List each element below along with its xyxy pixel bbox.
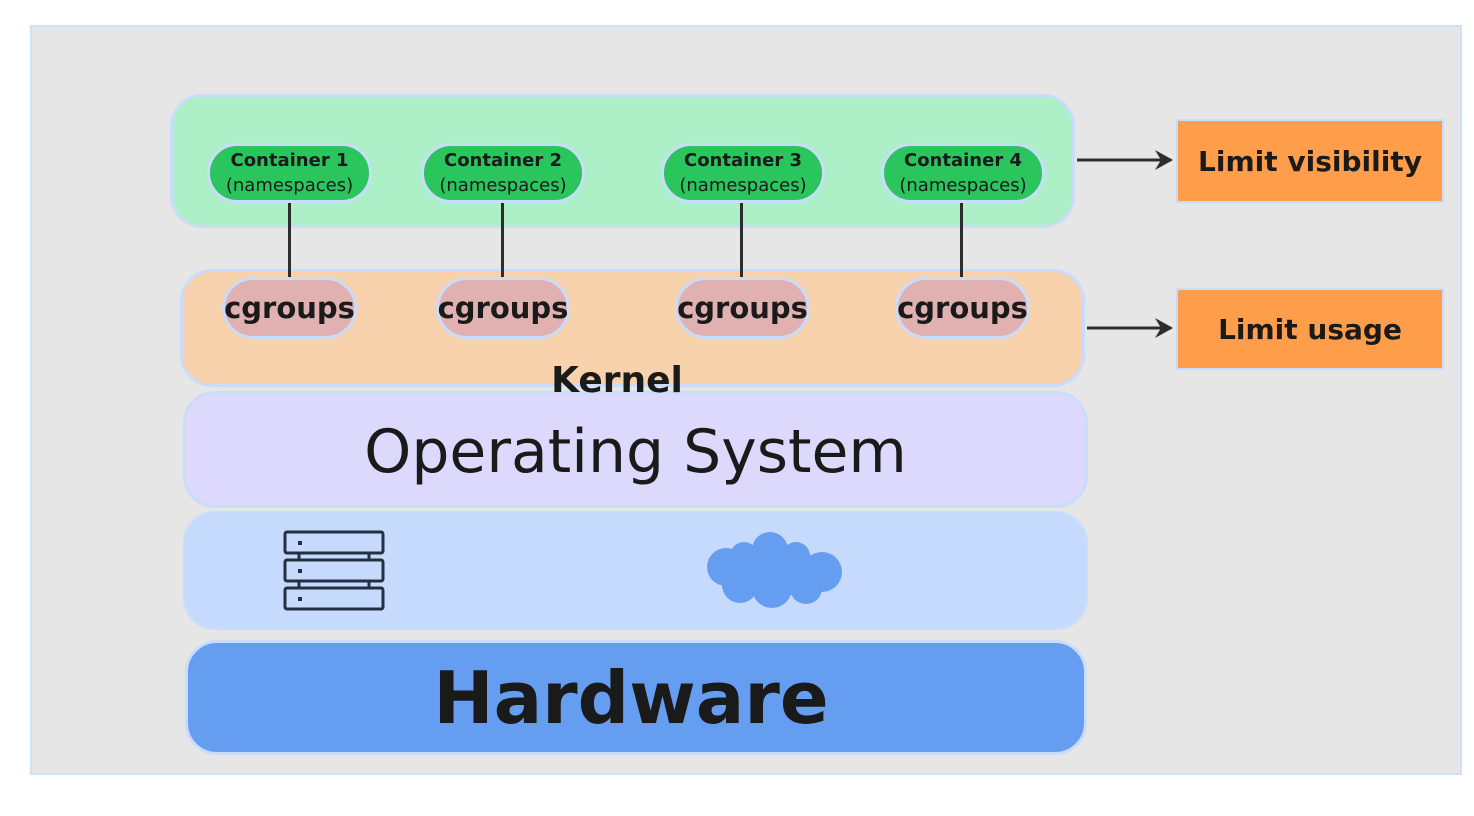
container-subtitle: (namespaces) <box>439 175 567 196</box>
hardware-label: Hardware <box>433 655 829 740</box>
container-node: Container 4 (namespaces) <box>881 143 1045 203</box>
container-title: Container 1 <box>230 150 349 171</box>
limit-visibility-box: Limit visibility <box>1176 119 1444 203</box>
container-subtitle: (namespaces) <box>899 175 1027 196</box>
os-panel <box>183 391 1088 508</box>
container-node: Container 3 (namespaces) <box>661 143 825 203</box>
container-title: Container 2 <box>443 150 562 171</box>
cgroups-node: cgroups <box>222 277 357 339</box>
hardware-panel: Hardware <box>185 640 1087 755</box>
connector-line <box>288 203 291 277</box>
container-node: Container 1 (namespaces) <box>207 143 372 203</box>
cgroups-node: cgroups <box>675 277 810 339</box>
connector-line <box>960 203 963 277</box>
limit-usage-box: Limit usage <box>1176 288 1444 370</box>
os-label: Operating System <box>364 417 907 487</box>
container-subtitle: (namespaces) <box>679 175 807 196</box>
cgroups-node: cgroups <box>436 277 570 339</box>
container-title: Container 3 <box>683 150 802 171</box>
connector-line <box>501 203 504 277</box>
container-node: Container 2 (namespaces) <box>421 143 585 203</box>
cloud-icon <box>707 532 842 608</box>
arrow-usage <box>1087 318 1173 338</box>
container-title: Container 4 <box>903 150 1022 171</box>
arrow-visibility <box>1077 150 1173 170</box>
kernel-label: Kernel <box>551 360 683 401</box>
connector-line <box>740 203 743 277</box>
cgroups-node: cgroups <box>895 277 1030 339</box>
server-rack-icon <box>283 530 385 611</box>
container-subtitle: (namespaces) <box>225 175 354 196</box>
